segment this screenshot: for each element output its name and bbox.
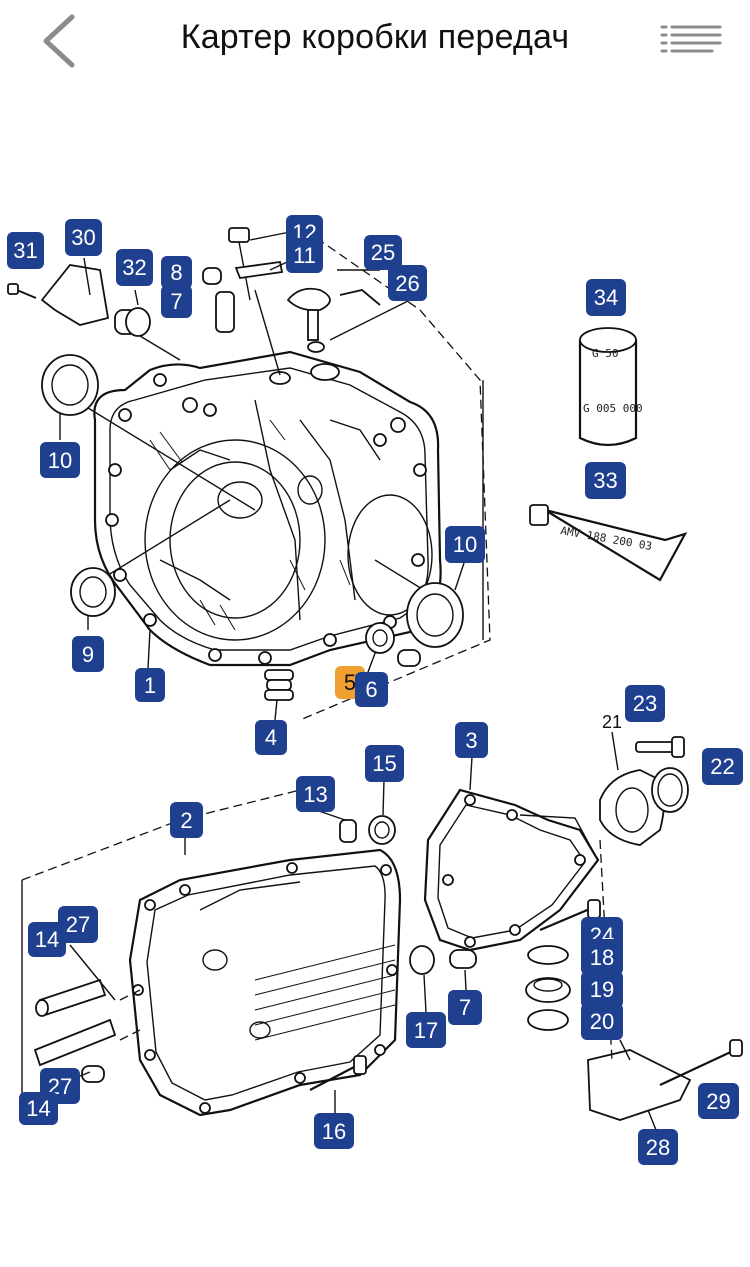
svg-text:17: 17 <box>414 1018 438 1043</box>
part-badge-1[interactable]: 1 <box>135 668 165 702</box>
svg-text:28: 28 <box>646 1135 670 1160</box>
page-title: Картер коробки передач <box>180 18 570 56</box>
upper-housing-drawing <box>7 227 491 721</box>
part-badge-28[interactable]: 28 <box>638 1129 678 1165</box>
part-badge-10-right[interactable]: 10 <box>445 526 485 563</box>
oil-can-drawing: G 50 G 005 000 <box>578 327 643 447</box>
part-badge-8[interactable]: 8 <box>161 256 192 289</box>
svg-text:14: 14 <box>26 1096 50 1121</box>
svg-text:32: 32 <box>122 255 146 280</box>
svg-text:30: 30 <box>71 225 95 250</box>
part-badge-10-left[interactable]: 10 <box>40 442 80 478</box>
exploded-parts-diagram: G 50 G 005 000 AMV 188 200 03 <box>0 80 750 1267</box>
list-icon <box>660 25 722 53</box>
back-button[interactable] <box>36 14 86 68</box>
grease-tube-drawing: AMV 188 200 03 <box>529 504 688 582</box>
oil-can-label-bottom: G 005 000 <box>583 402 643 415</box>
part-badge-19[interactable]: 19 <box>581 971 623 1008</box>
svg-text:1: 1 <box>144 673 156 698</box>
part-badge-2[interactable]: 2 <box>170 802 203 838</box>
part-badge-6[interactable]: 6 <box>355 672 388 707</box>
svg-text:6: 6 <box>365 677 377 702</box>
svg-text:4: 4 <box>265 725 277 750</box>
part-badge-15[interactable]: 15 <box>365 745 404 782</box>
part-badge-29[interactable]: 29 <box>698 1083 739 1119</box>
svg-text:8: 8 <box>170 260 182 285</box>
svg-text:10: 10 <box>453 532 477 557</box>
part-badge-13[interactable]: 13 <box>296 776 335 812</box>
svg-text:7: 7 <box>170 289 182 314</box>
svg-text:31: 31 <box>13 238 37 263</box>
svg-text:15: 15 <box>372 751 396 776</box>
svg-text:16: 16 <box>322 1119 346 1144</box>
part-badge-27-top[interactable]: 27 <box>58 906 98 943</box>
svg-text:5: 5 <box>344 670 356 695</box>
part-badge-7-lower[interactable]: 7 <box>448 990 482 1025</box>
part-badge-33[interactable]: 33 <box>585 462 626 499</box>
svg-text:10: 10 <box>48 448 72 473</box>
oil-can-label-top: G 50 <box>592 347 619 360</box>
svg-text:29: 29 <box>706 1089 730 1114</box>
svg-text:27: 27 <box>66 912 90 937</box>
part-badge-25[interactable]: 25 <box>364 235 402 270</box>
part-badge-4[interactable]: 4 <box>255 720 287 755</box>
part-badge-17[interactable]: 17 <box>406 1012 446 1048</box>
part-badge-31[interactable]: 31 <box>7 232 44 269</box>
svg-text:7: 7 <box>459 995 471 1020</box>
svg-text:11: 11 <box>293 243 316 268</box>
part-badge-18[interactable]: 18 <box>581 939 623 975</box>
svg-text:14: 14 <box>35 927 59 952</box>
menu-button[interactable] <box>656 20 726 60</box>
grease-tube-label: AMV 188 200 03 <box>559 524 653 553</box>
svg-text:9: 9 <box>82 642 94 667</box>
svg-text:20: 20 <box>590 1009 614 1034</box>
svg-text:33: 33 <box>593 468 617 493</box>
svg-text:18: 18 <box>590 945 614 970</box>
part-badge-14-bottom[interactable]: 14 <box>19 1092 58 1125</box>
part-badge-3[interactable]: 3 <box>455 722 488 758</box>
svg-text:2: 2 <box>180 808 192 833</box>
part-badge-22[interactable]: 22 <box>702 748 743 785</box>
svg-text:13: 13 <box>303 782 327 807</box>
svg-text:26: 26 <box>395 271 419 296</box>
part-badges: 31 30 32 8 7 12 11 25 26 34 10 33 10 9 1… <box>7 215 743 1165</box>
svg-text:22: 22 <box>710 754 734 779</box>
lower-housing-drawing <box>21 779 402 1121</box>
svg-text:23: 23 <box>633 691 657 716</box>
part-badge-30[interactable]: 30 <box>65 219 102 256</box>
part-label-21: 21 <box>602 712 622 732</box>
svg-text:25: 25 <box>371 240 395 265</box>
part-badge-16[interactable]: 16 <box>314 1113 354 1149</box>
part-badge-7[interactable]: 7 <box>161 285 192 318</box>
svg-text:3: 3 <box>465 728 477 753</box>
part-badge-32[interactable]: 32 <box>116 249 153 286</box>
part-badge-14-top[interactable]: 14 <box>28 922 66 957</box>
svg-text:19: 19 <box>590 977 614 1002</box>
part-badge-23[interactable]: 23 <box>625 685 665 722</box>
part-badge-9[interactable]: 9 <box>72 636 104 672</box>
chevron-left-icon <box>43 14 75 68</box>
part-badge-34[interactable]: 34 <box>586 279 626 316</box>
part-badge-20[interactable]: 20 <box>581 1003 623 1040</box>
part-badge-26[interactable]: 26 <box>388 265 427 301</box>
cover-drawing <box>409 731 743 1131</box>
app-header: Картер коробки передач <box>0 0 750 80</box>
svg-text:34: 34 <box>594 285 618 310</box>
part-badge-11[interactable]: 11 <box>286 238 323 273</box>
